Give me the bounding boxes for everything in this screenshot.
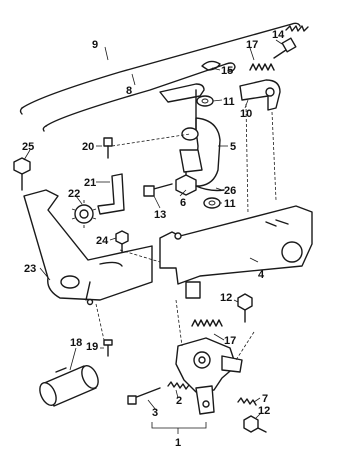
callout-17-top: 17 (246, 39, 258, 51)
part-spring-2 (167, 381, 190, 390)
callout-2: 2 (176, 395, 182, 407)
part-screw-3 (127, 387, 161, 405)
callout-20: 22 (68, 188, 80, 200)
part-rod-9 (19, 22, 301, 115)
callout-8: 8 (126, 85, 132, 97)
rod-end-spring (285, 25, 309, 32)
part-bolt-25 (13, 157, 31, 191)
callout-11-top: 11 (223, 96, 235, 108)
part-screw-14 (143, 183, 173, 197)
leader-lines (23, 39, 283, 434)
callout-21: 21 (84, 177, 96, 189)
callout-18: 18 (70, 337, 82, 349)
part-spring-17-top (249, 63, 275, 71)
part-plate-23 (23, 189, 153, 306)
assembly-dashed-lines (95, 103, 277, 361)
callout-25: 25 (22, 141, 34, 153)
callout-14: 13 (154, 209, 166, 221)
part-spring-17-lower (191, 319, 223, 327)
part-screw-22 (103, 137, 113, 159)
callout-7: 7 (262, 393, 268, 405)
part-lever-body-1 (175, 337, 243, 415)
part-screw-15 (273, 37, 297, 59)
callout-1: 1 (175, 437, 181, 449)
callout-labels: 9 8 15 17 14 11 10 5 20 6 26 11 13 21 22… (22, 29, 285, 449)
callout-11-bottom: 11 (224, 198, 236, 210)
part-bracket-21 (97, 173, 125, 215)
callout-10: 10 (240, 108, 252, 120)
part-bolt-12 (237, 293, 253, 323)
part-spring-7 (237, 397, 257, 406)
callout-17-lower: 17 (224, 335, 236, 347)
callout-3: 3 (152, 407, 158, 419)
callout-15: 14 (272, 29, 285, 41)
part-star-washer-20 (71, 200, 97, 228)
part-bolt-13 (243, 415, 267, 433)
callout-26: 26 (224, 185, 236, 197)
callout-24: 24 (96, 235, 109, 247)
callout-19: 19 (86, 341, 98, 353)
callout-5: 5 (230, 141, 236, 153)
part-washer-11-bottom (203, 197, 221, 209)
part-bracket-10 (239, 79, 281, 111)
callout-12: 12 (220, 292, 232, 304)
callout-23: 23 (24, 263, 36, 275)
callout-6: 6 (180, 197, 186, 209)
callout-16: 15 (221, 65, 233, 77)
part-nut-6 (175, 174, 197, 196)
part-pin-19 (103, 339, 113, 357)
part-bracket-4 (159, 205, 313, 299)
callout-22: 20 (82, 141, 94, 153)
part-washer-11-top (196, 95, 214, 107)
part-clip-16 (201, 60, 221, 71)
part-cylinder-18 (39, 365, 99, 407)
callout-13: 12 (258, 405, 270, 417)
callout-4: 4 (258, 269, 265, 281)
part-lever-5 (159, 83, 221, 187)
part-rod-8 (42, 62, 236, 132)
callout-9: 9 (92, 39, 98, 51)
